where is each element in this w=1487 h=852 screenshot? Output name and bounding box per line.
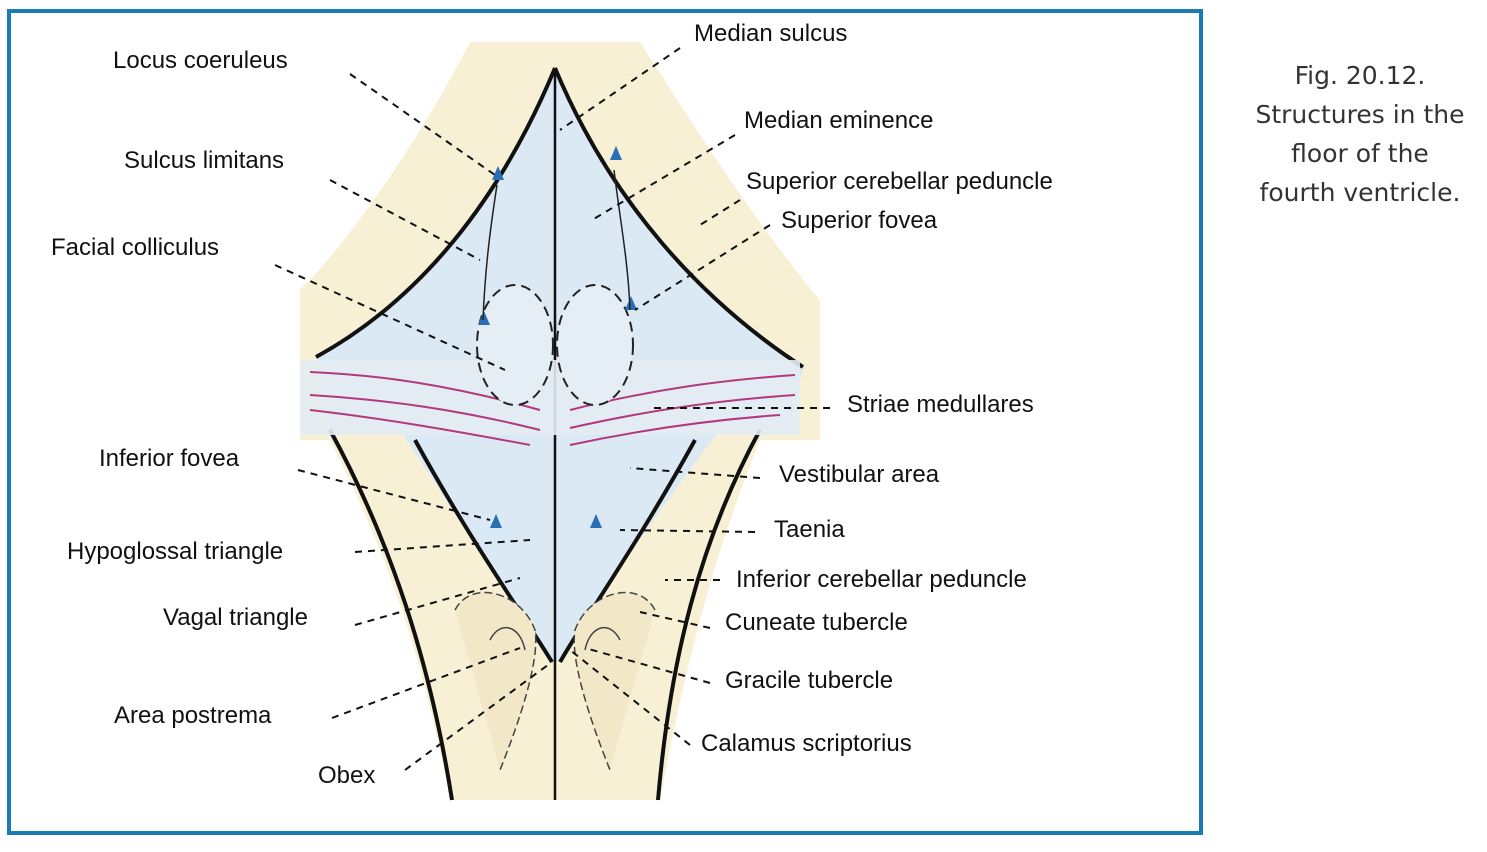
label-inferior-cerebellar-peduncle: Inferior cerebellar peduncle: [736, 566, 1027, 593]
label-sulcus-limitans: Sulcus limitans: [124, 147, 285, 174]
label-taenia: Taenia: [774, 516, 845, 543]
label-obex: Obex: [318, 762, 376, 789]
sulcus-limitans-lines: [482, 169, 631, 321]
label-calamus-scriptorius: Calamus scriptorius: [701, 730, 912, 757]
label-superior-fovea: Superior fovea: [781, 207, 938, 234]
facial-colliculi: [476, 284, 634, 406]
striae-medullares-band: [300, 360, 800, 446]
label-median-sulcus: Median sulcus: [694, 20, 848, 47]
label-inferior-fovea: Inferior fovea: [99, 445, 240, 472]
label-hypoglossal-triangle: Hypoglossal triangle: [67, 538, 284, 565]
label-superior-cerebellar-peduncle: Superior cerebellar peduncle: [746, 168, 1053, 195]
label-striae-medullares: Striae medullares: [847, 391, 1034, 418]
label-median-eminence: Median eminence: [744, 107, 934, 134]
caption-line: Structures in the: [1255, 100, 1465, 129]
label-facial-colliculus: Facial colliculus: [51, 234, 220, 261]
fovea-marks: [478, 146, 637, 528]
caption-line: fourth ventricle.: [1259, 178, 1461, 207]
caption-line: Fig. 20.12.: [1294, 61, 1426, 90]
label-locus-coeruleus: Locus coeruleus: [113, 47, 288, 74]
label-vestibular-area: Vestibular area: [779, 461, 940, 488]
label-vagal-triangle: Vagal triangle: [163, 604, 308, 631]
figure-caption: Fig. 20.12. Structures in the floor of t…: [1240, 56, 1480, 212]
label-cuneate-tubercle: Cuneate tubercle: [725, 609, 908, 636]
tubercles: [454, 591, 656, 771]
label-area-postrema: Area postrema: [114, 702, 272, 729]
leader-lines: [274, 47, 830, 771]
label-gracile-tubercle: Gracile tubercle: [725, 667, 894, 694]
caption-line: floor of the: [1291, 139, 1429, 168]
